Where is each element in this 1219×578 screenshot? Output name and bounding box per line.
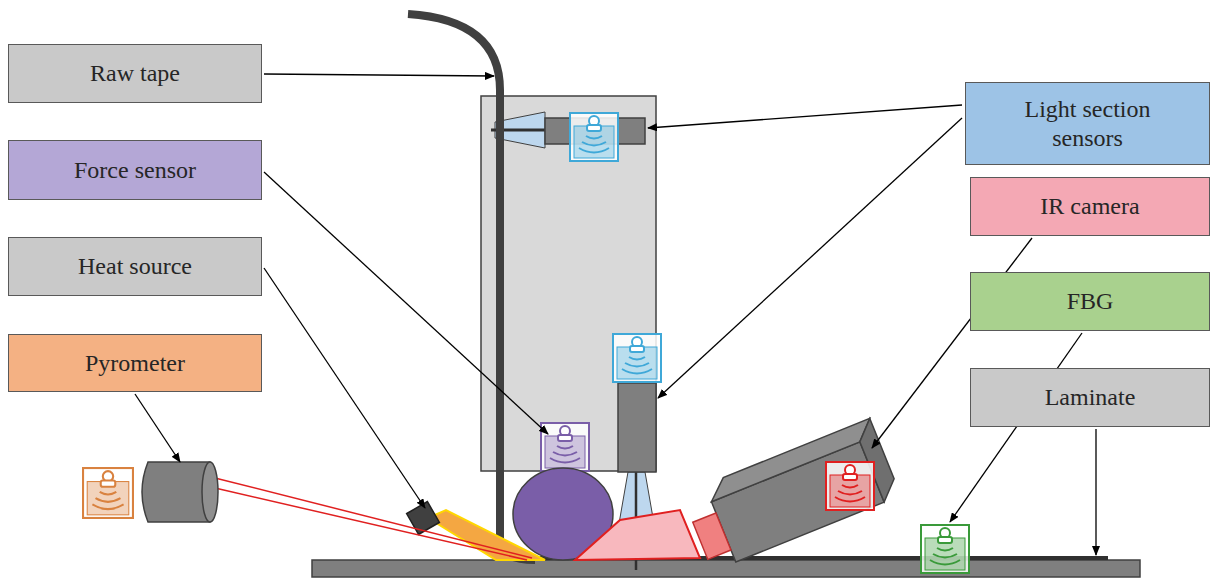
label-text: Force sensor (74, 156, 196, 185)
label-text: Heat source (78, 252, 192, 281)
label-box: Light section sensors (965, 82, 1210, 165)
head-panel (481, 96, 656, 471)
ir-beam (575, 510, 700, 560)
sensor-icon (921, 525, 969, 573)
leader-lines (135, 74, 1096, 555)
ir-camera-body (682, 418, 901, 571)
sensor-icon (570, 113, 618, 161)
label-box: FBG (970, 272, 1210, 331)
label-text: IR camera (1040, 192, 1139, 221)
sensor-body (618, 383, 656, 472)
label-box: Pyrometer (8, 334, 262, 392)
pyrometer-ray (215, 478, 532, 558)
label-box: Force sensor (8, 140, 262, 200)
heat-beam (428, 510, 545, 560)
label-text: Laminate (1045, 383, 1136, 412)
tape-path (408, 14, 535, 560)
label-text: Light section sensors (1003, 95, 1173, 153)
pyrometer-lens (202, 462, 218, 522)
heat-source-body (407, 502, 440, 535)
label-text: Raw tape (90, 59, 180, 88)
label-box: Laminate (970, 368, 1210, 427)
label-box: Raw tape (8, 44, 262, 103)
label-text: FBG (1067, 287, 1114, 316)
base-plate (312, 560, 1140, 577)
sensor-icon (83, 468, 133, 518)
sensor-icon (613, 334, 661, 382)
sensor-icon (826, 462, 874, 510)
label-box: Heat source (8, 237, 262, 296)
sensor-icon (541, 423, 589, 471)
label-text: Pyrometer (85, 349, 185, 378)
label-box: IR camera (970, 177, 1210, 236)
pyrometer-ray (215, 488, 527, 560)
